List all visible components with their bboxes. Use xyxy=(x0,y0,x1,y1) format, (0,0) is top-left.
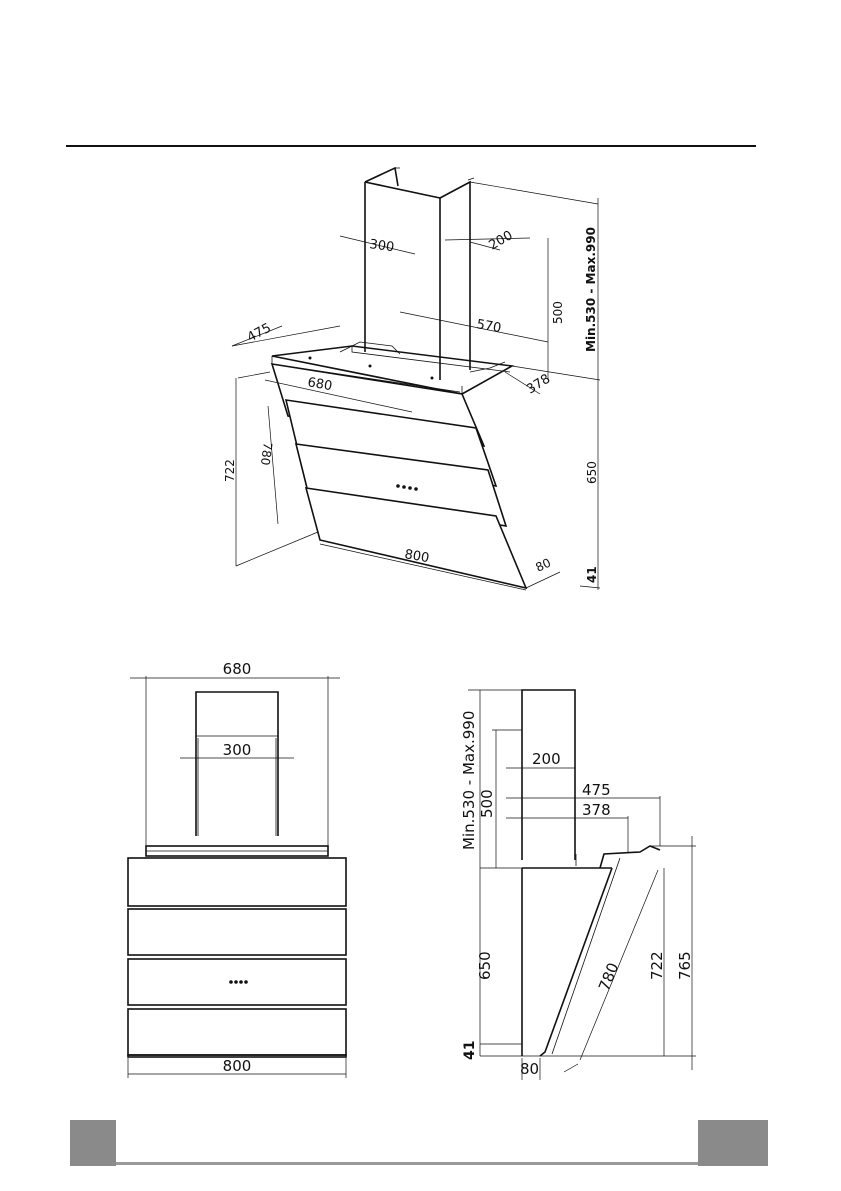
dim-780: 780 xyxy=(258,442,275,467)
side-view: Min.530 - Max.990 500 200 475 378 650 41… xyxy=(460,690,696,1080)
side-dim-650: 650 xyxy=(476,951,494,980)
dim-41: 41 xyxy=(585,566,599,583)
dim-500: 500 xyxy=(551,301,565,324)
front-panel-1 xyxy=(128,858,346,906)
footer-right-block xyxy=(698,1120,768,1166)
dim-722: 722 xyxy=(223,459,237,482)
dim-570: 570 xyxy=(475,317,502,336)
front-dim-800: 800 xyxy=(223,1057,252,1075)
dim-475: 475 xyxy=(245,321,274,346)
dim-300: 300 xyxy=(368,237,395,255)
front-view: 680 300 800 xyxy=(128,660,346,1078)
perspective-panels xyxy=(272,364,526,588)
side-dim-765: 765 xyxy=(676,951,694,980)
footer-rule xyxy=(116,1162,698,1165)
front-dim-680: 680 xyxy=(223,660,252,678)
front-panel-4 xyxy=(128,1009,346,1055)
dim-80: 80 xyxy=(533,556,553,575)
perspective-chimney xyxy=(365,168,474,380)
side-dim-378: 378 xyxy=(582,801,611,819)
perspective-view: 300 200 570 500 Min.530 - Max.990 475 68… xyxy=(223,168,600,590)
side-dim-80: 80 xyxy=(520,1060,539,1078)
front-dim-300: 300 xyxy=(223,741,252,759)
side-dim-min-max: Min.530 - Max.990 xyxy=(460,711,478,850)
side-dim-41: 41 xyxy=(462,1041,478,1060)
side-dim-722: 722 xyxy=(648,951,666,980)
side-dim-200: 200 xyxy=(532,750,561,768)
front-panel-2 xyxy=(128,909,346,955)
footer-left-block xyxy=(70,1120,116,1166)
side-dim-475: 475 xyxy=(582,781,611,799)
dim-650: 650 xyxy=(585,461,599,484)
side-dim-500: 500 xyxy=(478,789,496,818)
dim-200: 200 xyxy=(487,228,516,253)
side-dim-780: 780 xyxy=(595,960,622,993)
dim-min-max: Min.530 - Max.990 xyxy=(584,227,598,352)
